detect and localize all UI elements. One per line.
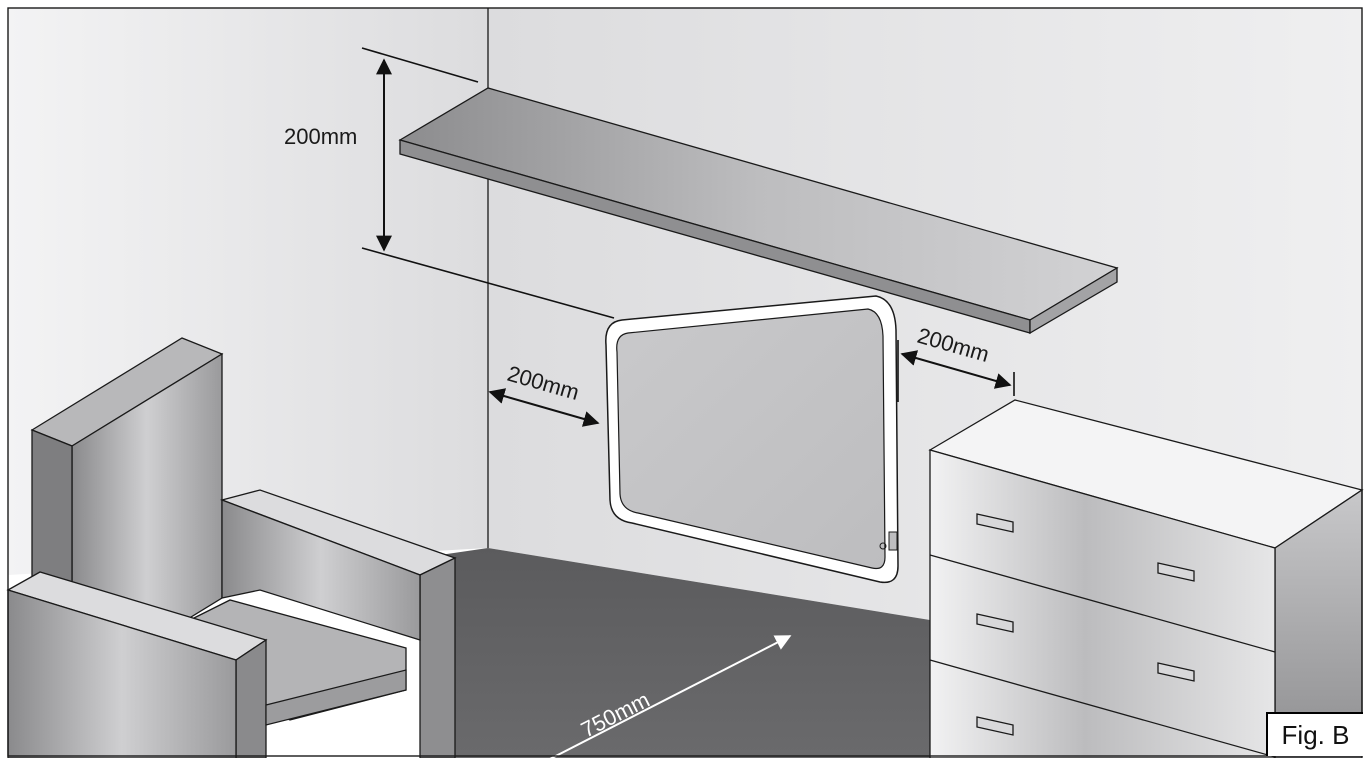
shelf-clearance-label: 200mm [284,124,357,149]
diagram-frame [7,7,1363,757]
shelf [398,87,1119,335]
armchair [6,337,457,759]
shelf-clearance-dimension: 200mm [284,47,615,319]
chest-of-drawers [928,399,1364,759]
floor [440,548,930,758]
drawer-handles [976,513,1195,736]
panel-heater [605,295,899,584]
figure-label: Fig. B [1266,712,1363,756]
